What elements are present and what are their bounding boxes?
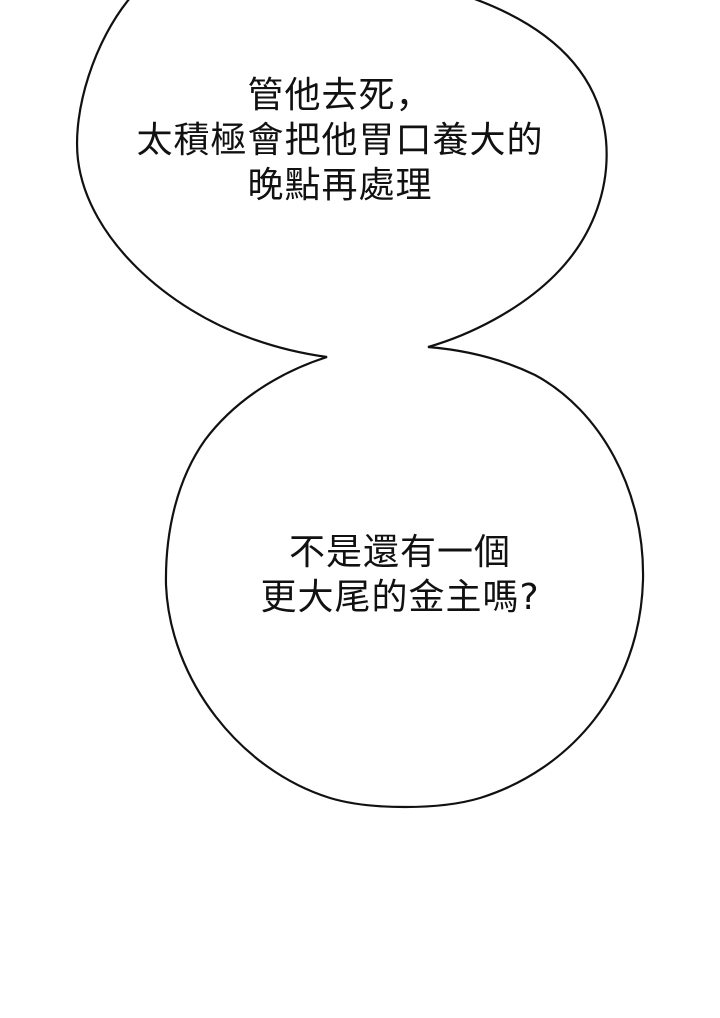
dialogue-line: 晚點再處理	[247, 165, 433, 206]
dialogue-line: 更大尾的金主嗎?	[260, 577, 540, 618]
speech-bubble-top-text: 管他去死， 太積極會把他胃口養大的 晚點再處理	[90, 73, 590, 208]
dialogue-line: 不是還有一個	[288, 532, 511, 573]
speech-bubble-bottom-text: 不是還有一個 更大尾的金主嗎?	[200, 530, 600, 620]
dialogue-line: 太積極會把他胃口養大的	[136, 120, 544, 161]
dialogue-line: 管他去死，	[247, 75, 433, 116]
speech-bubble-top	[76, 0, 645, 809]
